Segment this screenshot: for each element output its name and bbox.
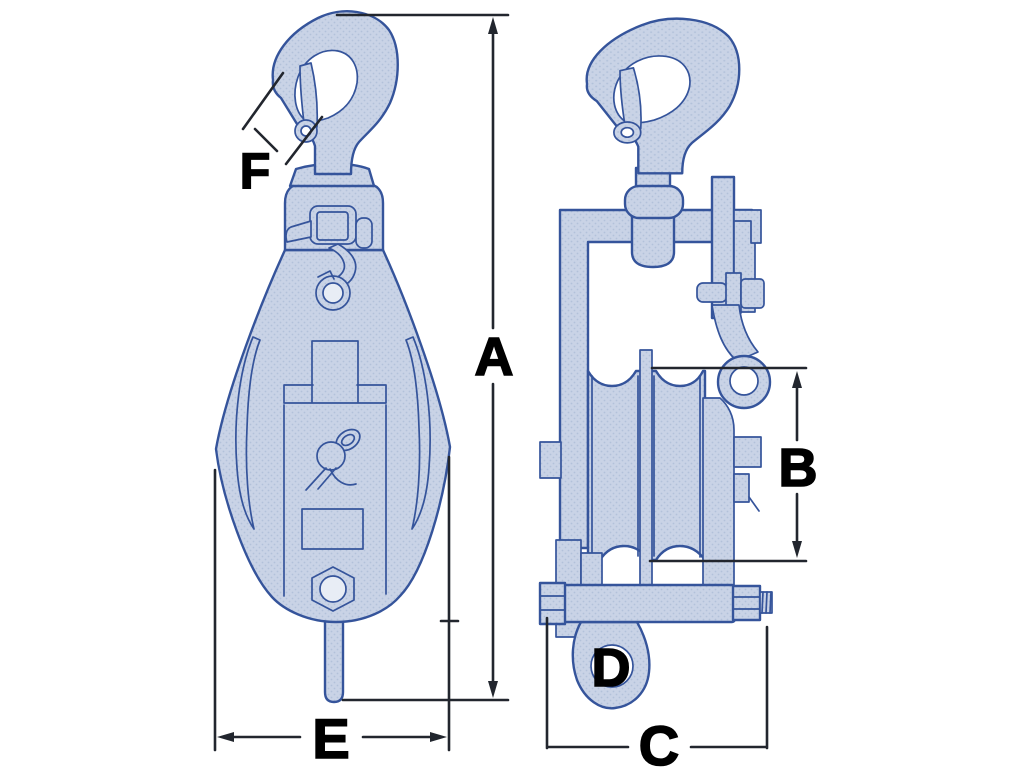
swivel-ball (623, 184, 685, 220)
nameplate (301, 508, 364, 550)
dimensions: A B C D E F (213, 13, 818, 768)
sheave-flange-lines (591, 375, 701, 558)
hex-nut (311, 566, 355, 612)
dim-label-a: A (475, 327, 514, 387)
dim-c-bracket (545, 616, 769, 750)
dim-label-c: C (639, 714, 679, 768)
upper-bolt-shaft (696, 282, 728, 303)
dim-f-tick (253, 127, 279, 153)
dim-b-arrow-up (792, 371, 802, 388)
plate-castellation (283, 340, 387, 404)
right-strap-leg (702, 397, 735, 603)
latch-side-tab (355, 217, 373, 249)
plate-edges (283, 404, 387, 597)
left-crescent-slot (235, 336, 261, 530)
cotter-pin-head (316, 441, 346, 471)
side-tab-upper (733, 436, 762, 468)
front-view (214, 10, 452, 704)
swivel-shank-lower (630, 210, 676, 269)
dim-e-extension-right (439, 455, 460, 752)
axle-nut-left-facets (539, 595, 566, 611)
becket-eye-hole (590, 644, 634, 688)
right-crescent-slot (405, 336, 431, 530)
dim-label-e: E (312, 707, 349, 768)
tail-pin (323, 614, 345, 704)
cotter-pin-legs (305, 467, 357, 491)
latch-arm-pivot-hub (322, 282, 344, 304)
latch-keeper-tab (316, 211, 349, 241)
block-body (214, 248, 452, 624)
hex-nut-bore (319, 575, 347, 603)
dim-a-arrow-up (488, 17, 498, 34)
dim-label-b: B (779, 438, 818, 498)
side-tab-pin (748, 496, 760, 512)
dim-f-line-upper (241, 71, 285, 131)
dim-e-arrow-right (430, 732, 447, 742)
yoke-side-tab (539, 441, 562, 479)
side-view (538, 17, 773, 710)
dim-label-f: F (240, 143, 271, 199)
dim-b-arrow-down (792, 541, 802, 558)
latch-notch (317, 270, 335, 280)
axle-nut-right-facets (732, 596, 761, 610)
cotter-pin-loop-inner (340, 433, 356, 447)
upper-bolt-nut (740, 278, 765, 309)
dim-f-line-lower (284, 115, 324, 166)
latch-lever (285, 220, 312, 243)
plate-top-bracket (733, 209, 762, 244)
strap-eye-hole (729, 366, 759, 396)
axle-nut-left (538, 581, 567, 626)
center-plate-edge (639, 349, 653, 594)
dim-a-arrow-down (488, 681, 498, 698)
axle-thread-hatch (761, 591, 772, 614)
dim-e-arrow-left (217, 732, 234, 742)
dim-label-d: D (592, 638, 631, 698)
axle-bolt (561, 583, 737, 624)
axle-nut-right (731, 584, 762, 622)
side-tab-lower (733, 473, 750, 503)
